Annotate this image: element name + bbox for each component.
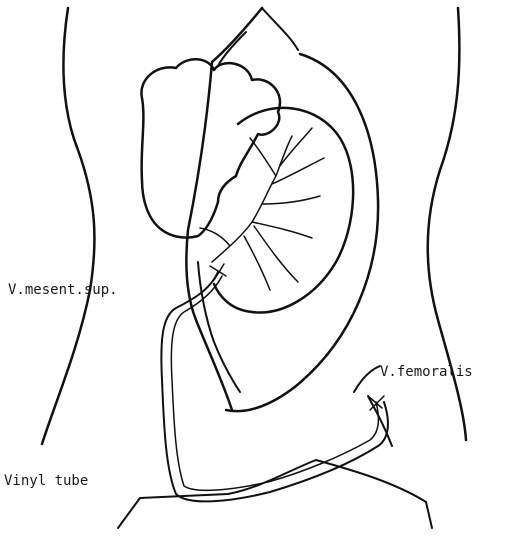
vinyl-tube-inner — [171, 276, 378, 490]
label-mesenteric-vein: V.mesent.sup. — [8, 283, 118, 297]
incision-outer-edge — [186, 8, 262, 410]
left-body-contour — [42, 8, 94, 444]
mesenteric-vessels — [200, 128, 324, 290]
pelvis-outline — [118, 460, 432, 528]
abdominal-cavity-rim — [226, 54, 378, 411]
incision-inner-edge — [198, 8, 298, 392]
mesentery-loop — [214, 108, 353, 313]
label-femoral-vein: V.femoralis — [380, 365, 473, 379]
label-vinyl-tube: Vinyl tube — [4, 474, 88, 488]
femoral-ligature — [368, 396, 384, 410]
vinyl-tube-outer — [161, 272, 388, 501]
